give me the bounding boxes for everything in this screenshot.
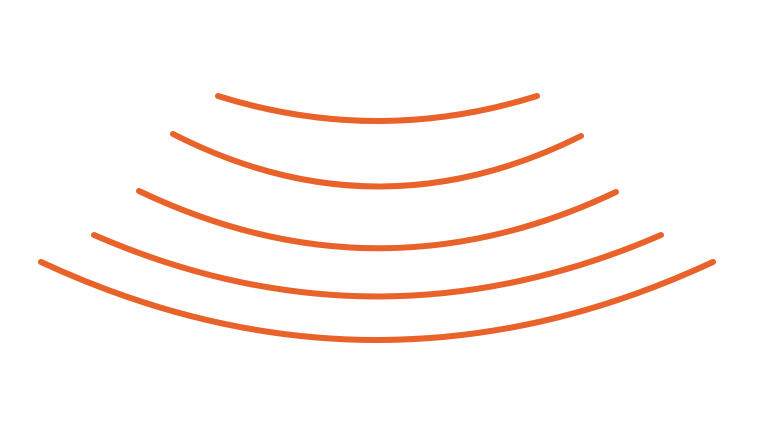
arc-line-2 [170,131,584,190]
arc-line-4 [91,232,664,300]
arc-line-3 [136,188,619,252]
arc-line-5 [38,259,716,343]
arc-line-1 [215,93,540,124]
